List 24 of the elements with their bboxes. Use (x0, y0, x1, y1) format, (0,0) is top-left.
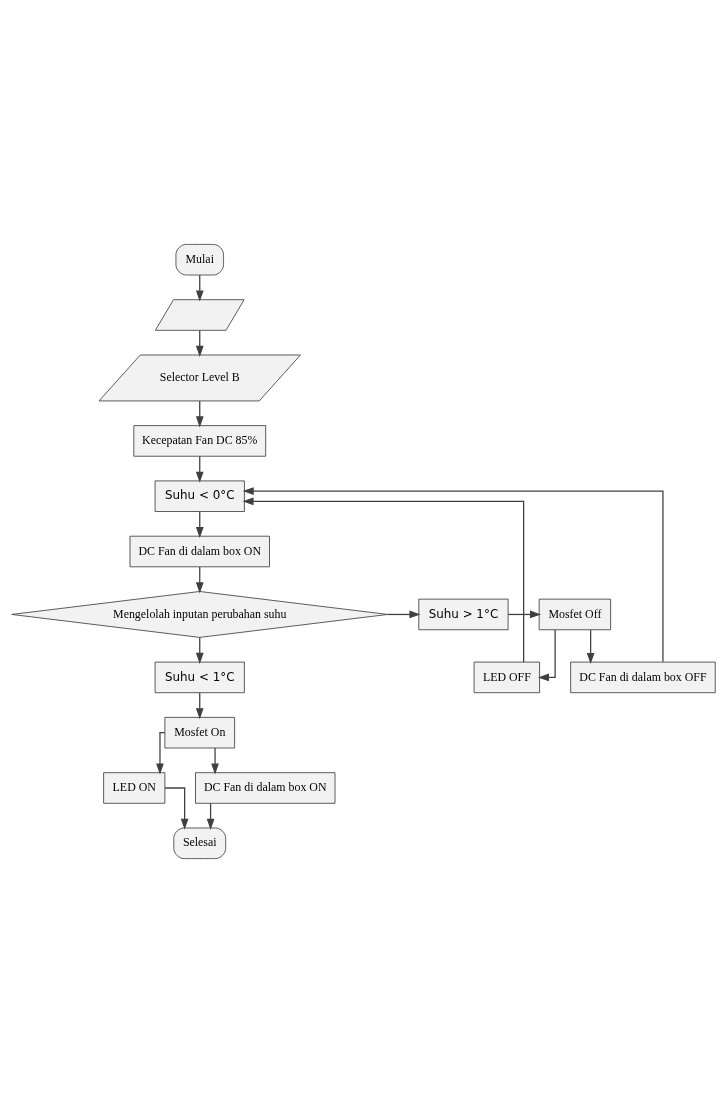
arrow (242, 497, 525, 663)
arrow (507, 610, 542, 619)
arrow (156, 732, 166, 775)
node-box: Mosfet Off (538, 598, 612, 631)
node-box: Suhu > 1°C (418, 598, 509, 631)
node-diamond: Mengelolah inputan perubahan suhu (11, 591, 389, 638)
node-box: Mosfet On (164, 716, 236, 749)
node-box: Suhu < 0°C (154, 480, 245, 512)
node-parallelogram (154, 299, 245, 331)
node-box: LED OFF (473, 661, 540, 694)
arrow (164, 787, 189, 830)
arrow (387, 610, 421, 619)
node-box: Mulai (175, 243, 224, 276)
node-box: DC Fan di dalam box ON (195, 772, 336, 804)
node-box: Selesai (173, 827, 227, 860)
node-box: Suhu < 1°C (154, 661, 245, 694)
arrow (586, 629, 595, 664)
node-box: DC Fan di dalam box ON (129, 535, 270, 568)
arrow (537, 629, 556, 682)
node-box: LED ON (103, 772, 166, 804)
arrow (242, 487, 664, 663)
node-box: Kecepatan Fan DC 85% (133, 425, 267, 457)
arrow (211, 747, 219, 775)
node-box: DC Fan di dalam box OFF (570, 661, 716, 694)
